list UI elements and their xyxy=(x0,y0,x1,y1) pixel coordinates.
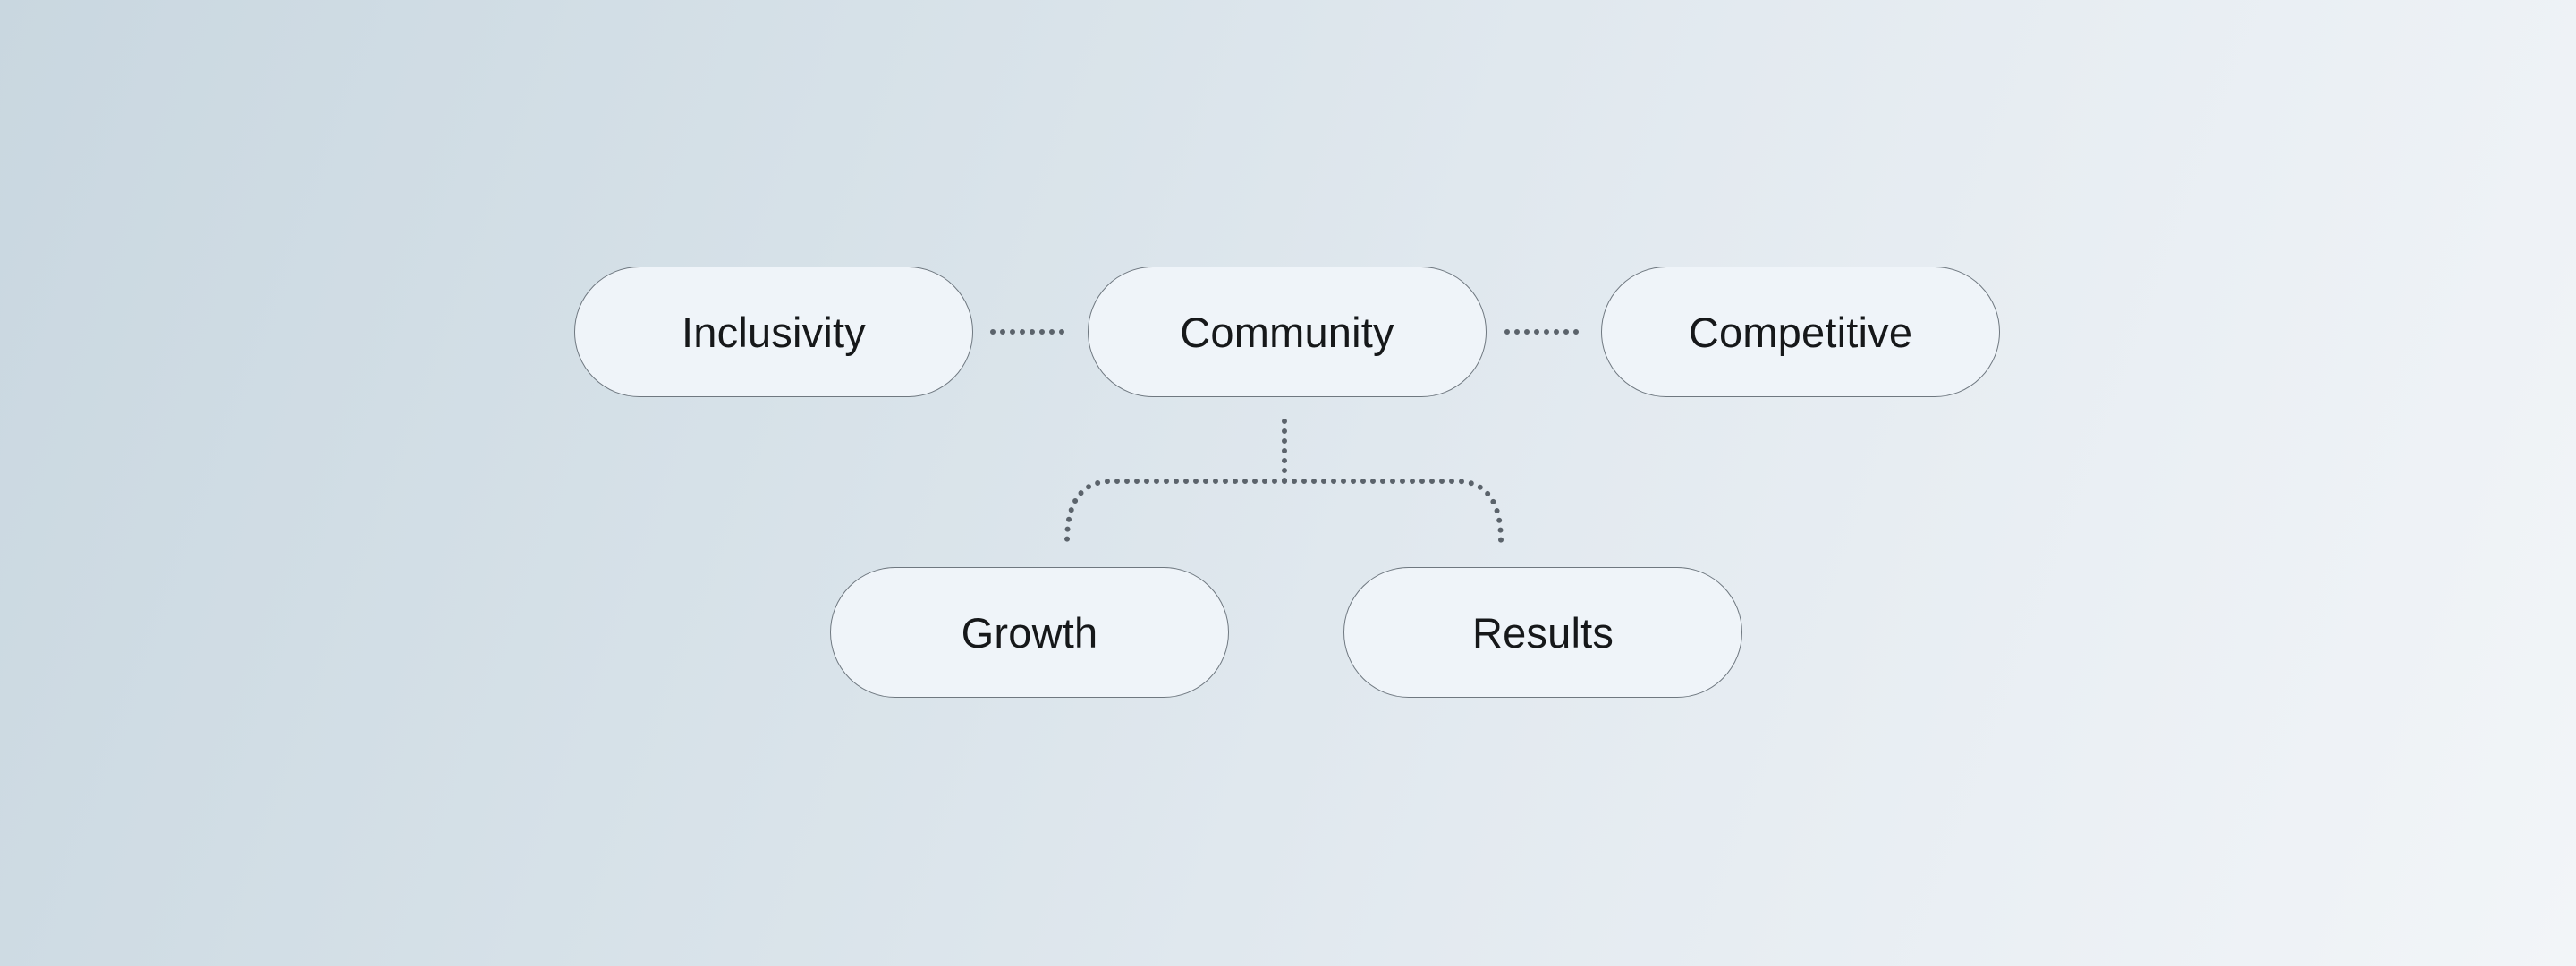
node-results-label: Results xyxy=(1471,608,1614,657)
connector-branch-results xyxy=(1282,479,1504,544)
node-results: Results xyxy=(1343,567,1742,698)
node-inclusivity: Inclusivity xyxy=(574,267,973,397)
node-growth: Growth xyxy=(830,567,1229,698)
node-competitive: Competitive xyxy=(1601,267,2000,397)
node-community: Community xyxy=(1088,267,1487,397)
node-community-label: Community xyxy=(1180,308,1394,356)
node-inclusivity-label: Inclusivity xyxy=(682,308,866,356)
node-growth-label: Growth xyxy=(961,608,1098,657)
connector-branch-growth xyxy=(1064,479,1287,544)
node-competitive-label: Competitive xyxy=(1688,308,1913,356)
